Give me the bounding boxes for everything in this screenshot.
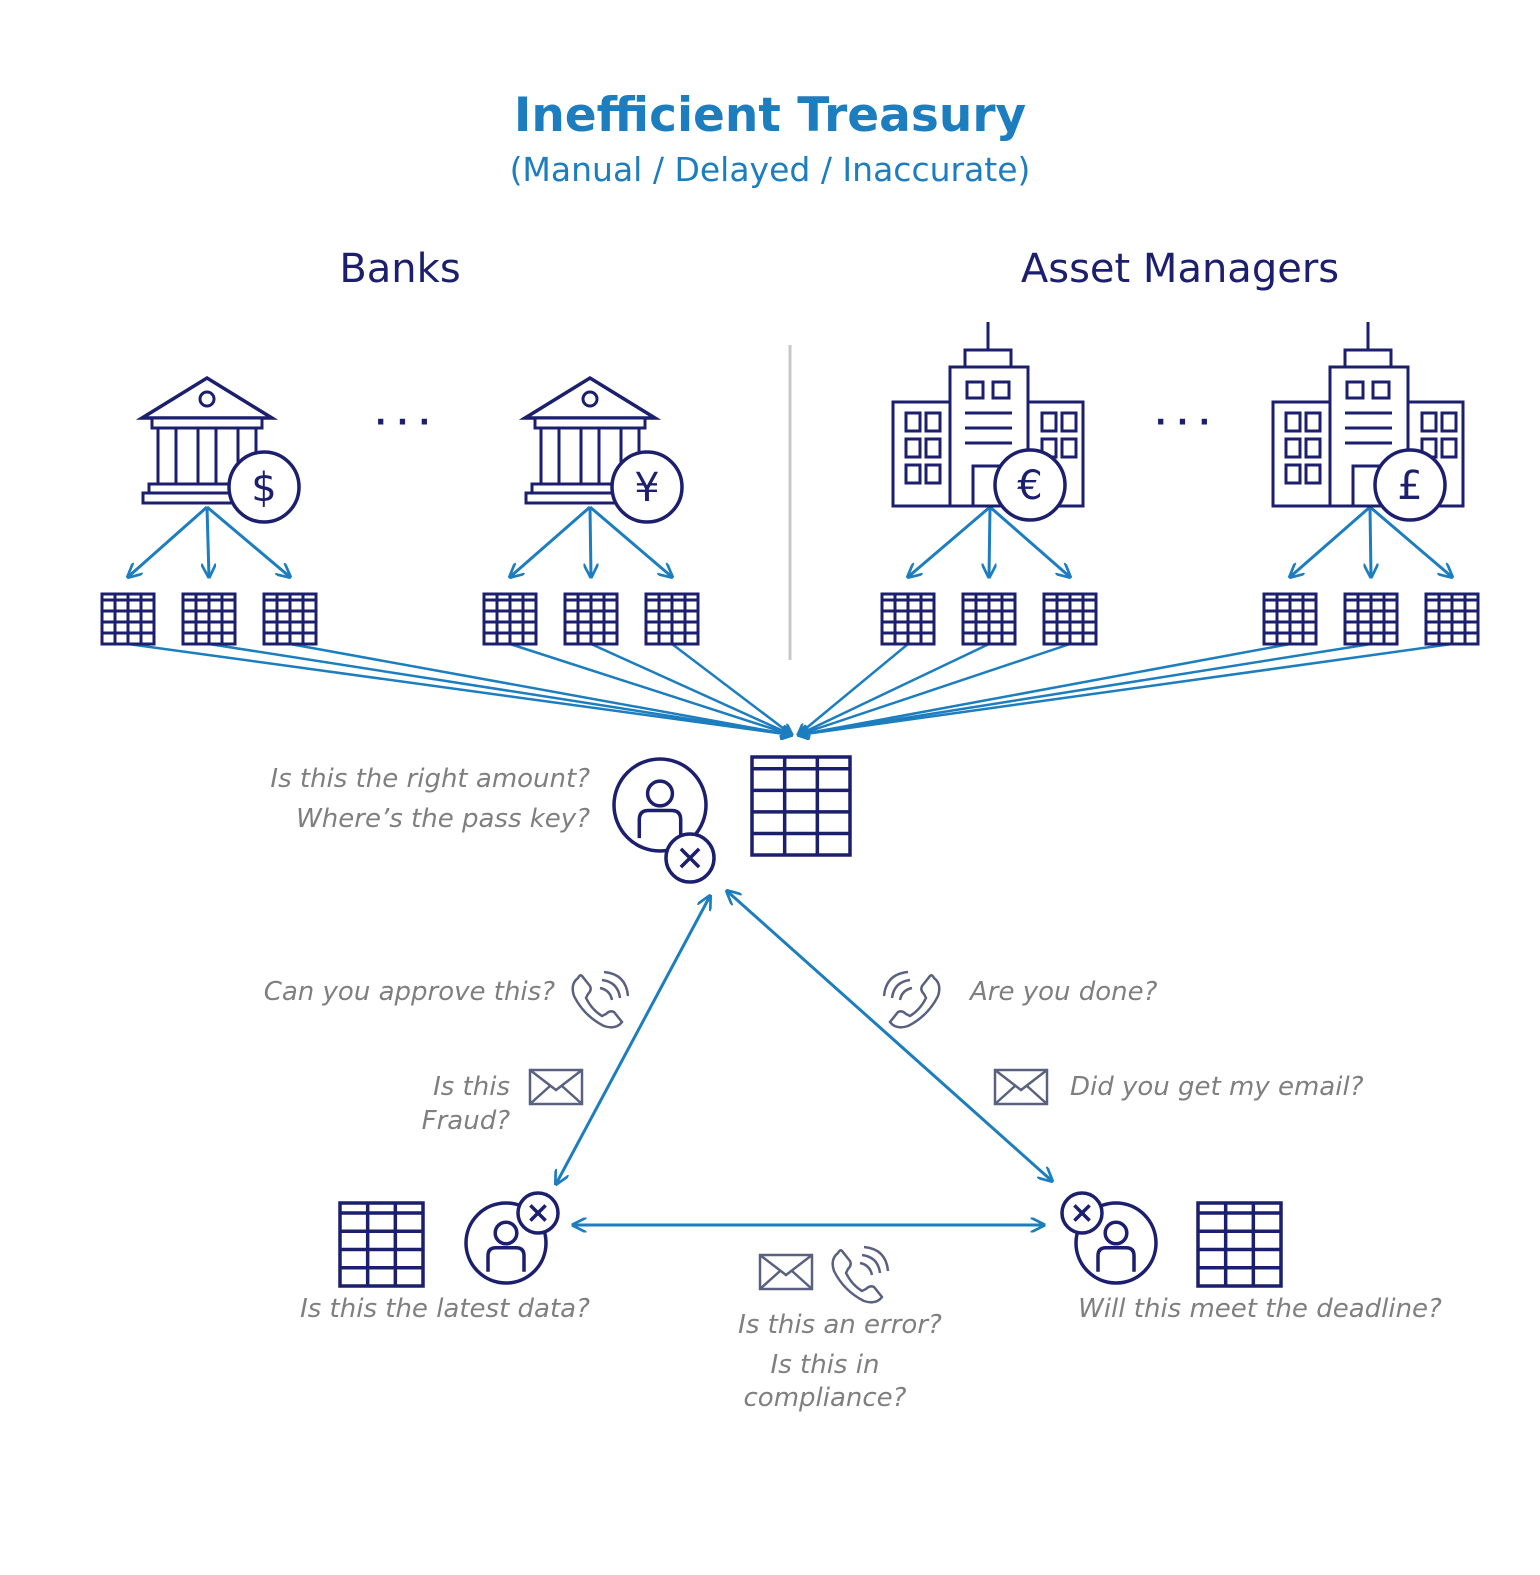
svg-text:€: € <box>1017 463 1042 509</box>
fanout-arrow <box>510 505 591 577</box>
fanout-arrow <box>128 505 208 577</box>
link-center-right <box>727 891 1052 1181</box>
asset-managers-ellipsis: · · · <box>1154 405 1211 440</box>
question-error: Is this an error? <box>738 1310 942 1340</box>
center-user-icon <box>612 757 716 884</box>
fanout-arrow <box>1290 505 1371 577</box>
phone-ringing-icon-2 <box>882 970 941 1029</box>
question-pass-key: Where’s the pass key? <box>296 804 590 834</box>
consolidation-arrow <box>798 643 909 735</box>
link-center-left <box>556 896 710 1184</box>
fanout-arrow <box>206 505 290 577</box>
banks-heading: Banks <box>339 246 461 292</box>
question-done: Are you done? <box>970 977 1158 1007</box>
fanout-arrow <box>1370 506 1371 577</box>
office-building-icon-4 <box>1271 322 1465 508</box>
central-spreadsheet-icon <box>750 755 852 857</box>
small-spreadsheet-11 <box>1343 592 1399 646</box>
svg-text:¥: ¥ <box>634 465 659 511</box>
phone-ringing-icon-3 <box>831 1245 890 1304</box>
question-right-amount: Is this the right amount? <box>270 764 590 794</box>
small-spreadsheet-6 <box>644 592 700 646</box>
consolidation-arrow <box>208 642 792 735</box>
consolidation-arrow <box>509 642 792 735</box>
banks-ellipsis: · · · <box>374 405 431 440</box>
question-latest-data: Is this the latest data? <box>300 1294 590 1324</box>
small-spreadsheet-8 <box>961 592 1017 646</box>
right-spreadsheet-icon <box>1196 1201 1283 1288</box>
small-spreadsheet-7 <box>880 592 936 646</box>
currency-badge-3: £ <box>1373 448 1447 522</box>
consolidation-arrow <box>798 642 1372 735</box>
svg-text:£: £ <box>1397 463 1422 509</box>
fanout-arrow <box>207 506 209 577</box>
office-building-icon-3 <box>891 322 1085 508</box>
small-spreadsheet-10 <box>1262 592 1318 646</box>
currency-badge-0: $ <box>227 450 301 524</box>
small-spreadsheet-3 <box>262 592 318 646</box>
small-spreadsheet-5 <box>563 592 619 646</box>
small-spreadsheet-4 <box>482 592 538 646</box>
question-compliance-line1: Is this in <box>770 1350 880 1380</box>
consolidation-arrow <box>798 642 1071 735</box>
bank-building-icon-2 <box>518 375 662 505</box>
consolidation-arrow <box>671 643 792 735</box>
currency-badge-1: ¥ <box>610 450 684 524</box>
small-spreadsheet-2 <box>181 592 237 646</box>
question-fraud-line2: Fraud? <box>421 1106 510 1136</box>
phone-ringing-icon-1 <box>571 970 630 1029</box>
consolidation-arrow <box>590 642 792 735</box>
question-approve: Can you approve this? <box>263 977 555 1007</box>
consolidation-arrow <box>289 642 792 735</box>
fanout-arrow <box>1369 505 1452 577</box>
currency-badge-2: € <box>993 448 1067 522</box>
consolidation-arrow <box>127 642 792 735</box>
fanout-arrow <box>589 505 672 577</box>
asset-managers-heading: Asset Managers <box>1020 246 1340 292</box>
consolidation-arrow <box>798 642 1453 735</box>
page-title: Inefficient Treasury <box>513 88 1027 143</box>
right-user-icon <box>1060 1191 1158 1285</box>
left-user-icon <box>464 1191 560 1285</box>
question-compliance-line2: compliance? <box>743 1383 907 1413</box>
question-fraud-line1: Is this <box>433 1072 510 1102</box>
fanout-arrow <box>908 505 991 577</box>
envelope-icon-2 <box>993 1068 1049 1106</box>
fanout-arrow <box>989 505 1070 577</box>
envelope-icon-1 <box>528 1068 584 1106</box>
left-spreadsheet-icon <box>338 1201 425 1288</box>
fanout-arrow <box>590 506 591 577</box>
small-spreadsheet-12 <box>1424 592 1480 646</box>
small-spreadsheet-1 <box>100 592 156 646</box>
fanout-arrow <box>989 506 990 577</box>
consolidation-arrow <box>798 642 990 735</box>
envelope-icon-3 <box>758 1253 814 1291</box>
question-deadline: Will this meet the deadline? <box>1078 1294 1442 1324</box>
consolidation-arrow <box>798 642 1291 735</box>
page-subtitle: (Manual / Delayed / Inaccurate) <box>509 150 1031 189</box>
svg-text:$: $ <box>251 465 276 511</box>
small-spreadsheet-9 <box>1042 592 1098 646</box>
question-email: Did you get my email? <box>1070 1072 1364 1102</box>
